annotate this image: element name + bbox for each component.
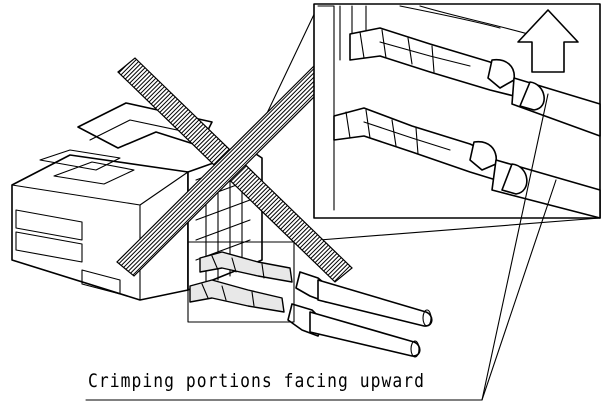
- arrow-up-icon: [517, 9, 579, 73]
- detail-callout-box: [187, 241, 295, 323]
- terminal-upper: [199, 251, 433, 327]
- leader-lines: [85, 93, 557, 401]
- callout-line-top: [293, 217, 601, 243]
- inset-terminal-upper: [349, 27, 601, 137]
- terminal-lower: [189, 279, 421, 358]
- caption-label: Crimping portions facing upward: [88, 370, 425, 392]
- magnified-inset: [313, 3, 601, 219]
- connector-housing: [11, 5, 319, 301]
- inset-terminal-lower: [333, 107, 601, 219]
